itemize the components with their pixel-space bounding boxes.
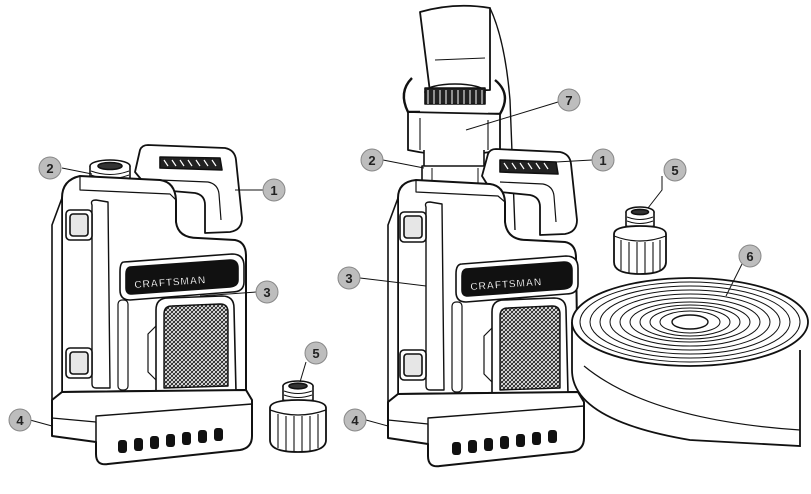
svg-text:7: 7	[565, 93, 572, 108]
svg-text:4: 4	[16, 413, 24, 428]
callout-left-3: 3	[255, 280, 279, 304]
left-grille	[147, 295, 237, 395]
left-base-vents	[118, 428, 223, 453]
right-base	[387, 391, 585, 468]
svg-text:1: 1	[270, 183, 277, 198]
right-hose-up	[419, 4, 516, 231]
callout-left-5: 5	[304, 341, 328, 365]
right-brand-plate: CRAFTSMAN	[455, 255, 579, 303]
svg-text:2: 2	[46, 161, 53, 176]
callout-left-2: 2	[38, 156, 62, 180]
right-pump: CRAFTSMAN	[387, 4, 585, 468]
right-grille	[483, 297, 569, 397]
right-side-knob-bottom	[399, 349, 427, 381]
left-handle	[134, 144, 243, 234]
left-brand-logo: CRAFTSMAN	[134, 274, 207, 291]
right-base-vents	[452, 430, 557, 455]
callout-right-7: 7	[557, 88, 581, 112]
flat-hose-coil	[571, 277, 809, 447]
svg-text:1: 1	[599, 153, 606, 168]
left-side-knob-top	[65, 209, 93, 241]
right-brand-logo: CRAFTSMAN	[470, 276, 543, 293]
left-brand-plate: CRAFTSMAN	[119, 253, 245, 301]
callout-right-5: 5	[663, 158, 687, 182]
svg-text:5: 5	[312, 346, 319, 361]
right-coupling	[407, 111, 501, 170]
svg-text:3: 3	[345, 271, 352, 286]
callout-right-3: 3	[337, 266, 361, 290]
right-side-knob-top	[399, 211, 427, 243]
callout-right-4: 4	[343, 408, 367, 432]
left-side-knob-bottom	[65, 347, 93, 379]
svg-text:2: 2	[368, 153, 375, 168]
callout-left-1: 1	[262, 178, 286, 202]
left-base	[51, 389, 253, 466]
callout-right-2: 2	[360, 148, 384, 172]
svg-text:6: 6	[746, 249, 753, 264]
svg-text:4: 4	[351, 413, 359, 428]
left-pump: CRAFTSMAN	[51, 144, 253, 466]
callout-right-1: 1	[591, 148, 615, 172]
svg-text:3: 3	[263, 285, 270, 300]
callout-lines	[29, 101, 743, 427]
right-handle	[481, 148, 578, 236]
left-hose-adapter	[269, 380, 327, 453]
svg-text:5: 5	[671, 163, 678, 178]
callout-left-4: 4	[8, 408, 32, 432]
callout-right-6: 6	[738, 244, 762, 268]
right-hose-adapter	[613, 206, 667, 275]
